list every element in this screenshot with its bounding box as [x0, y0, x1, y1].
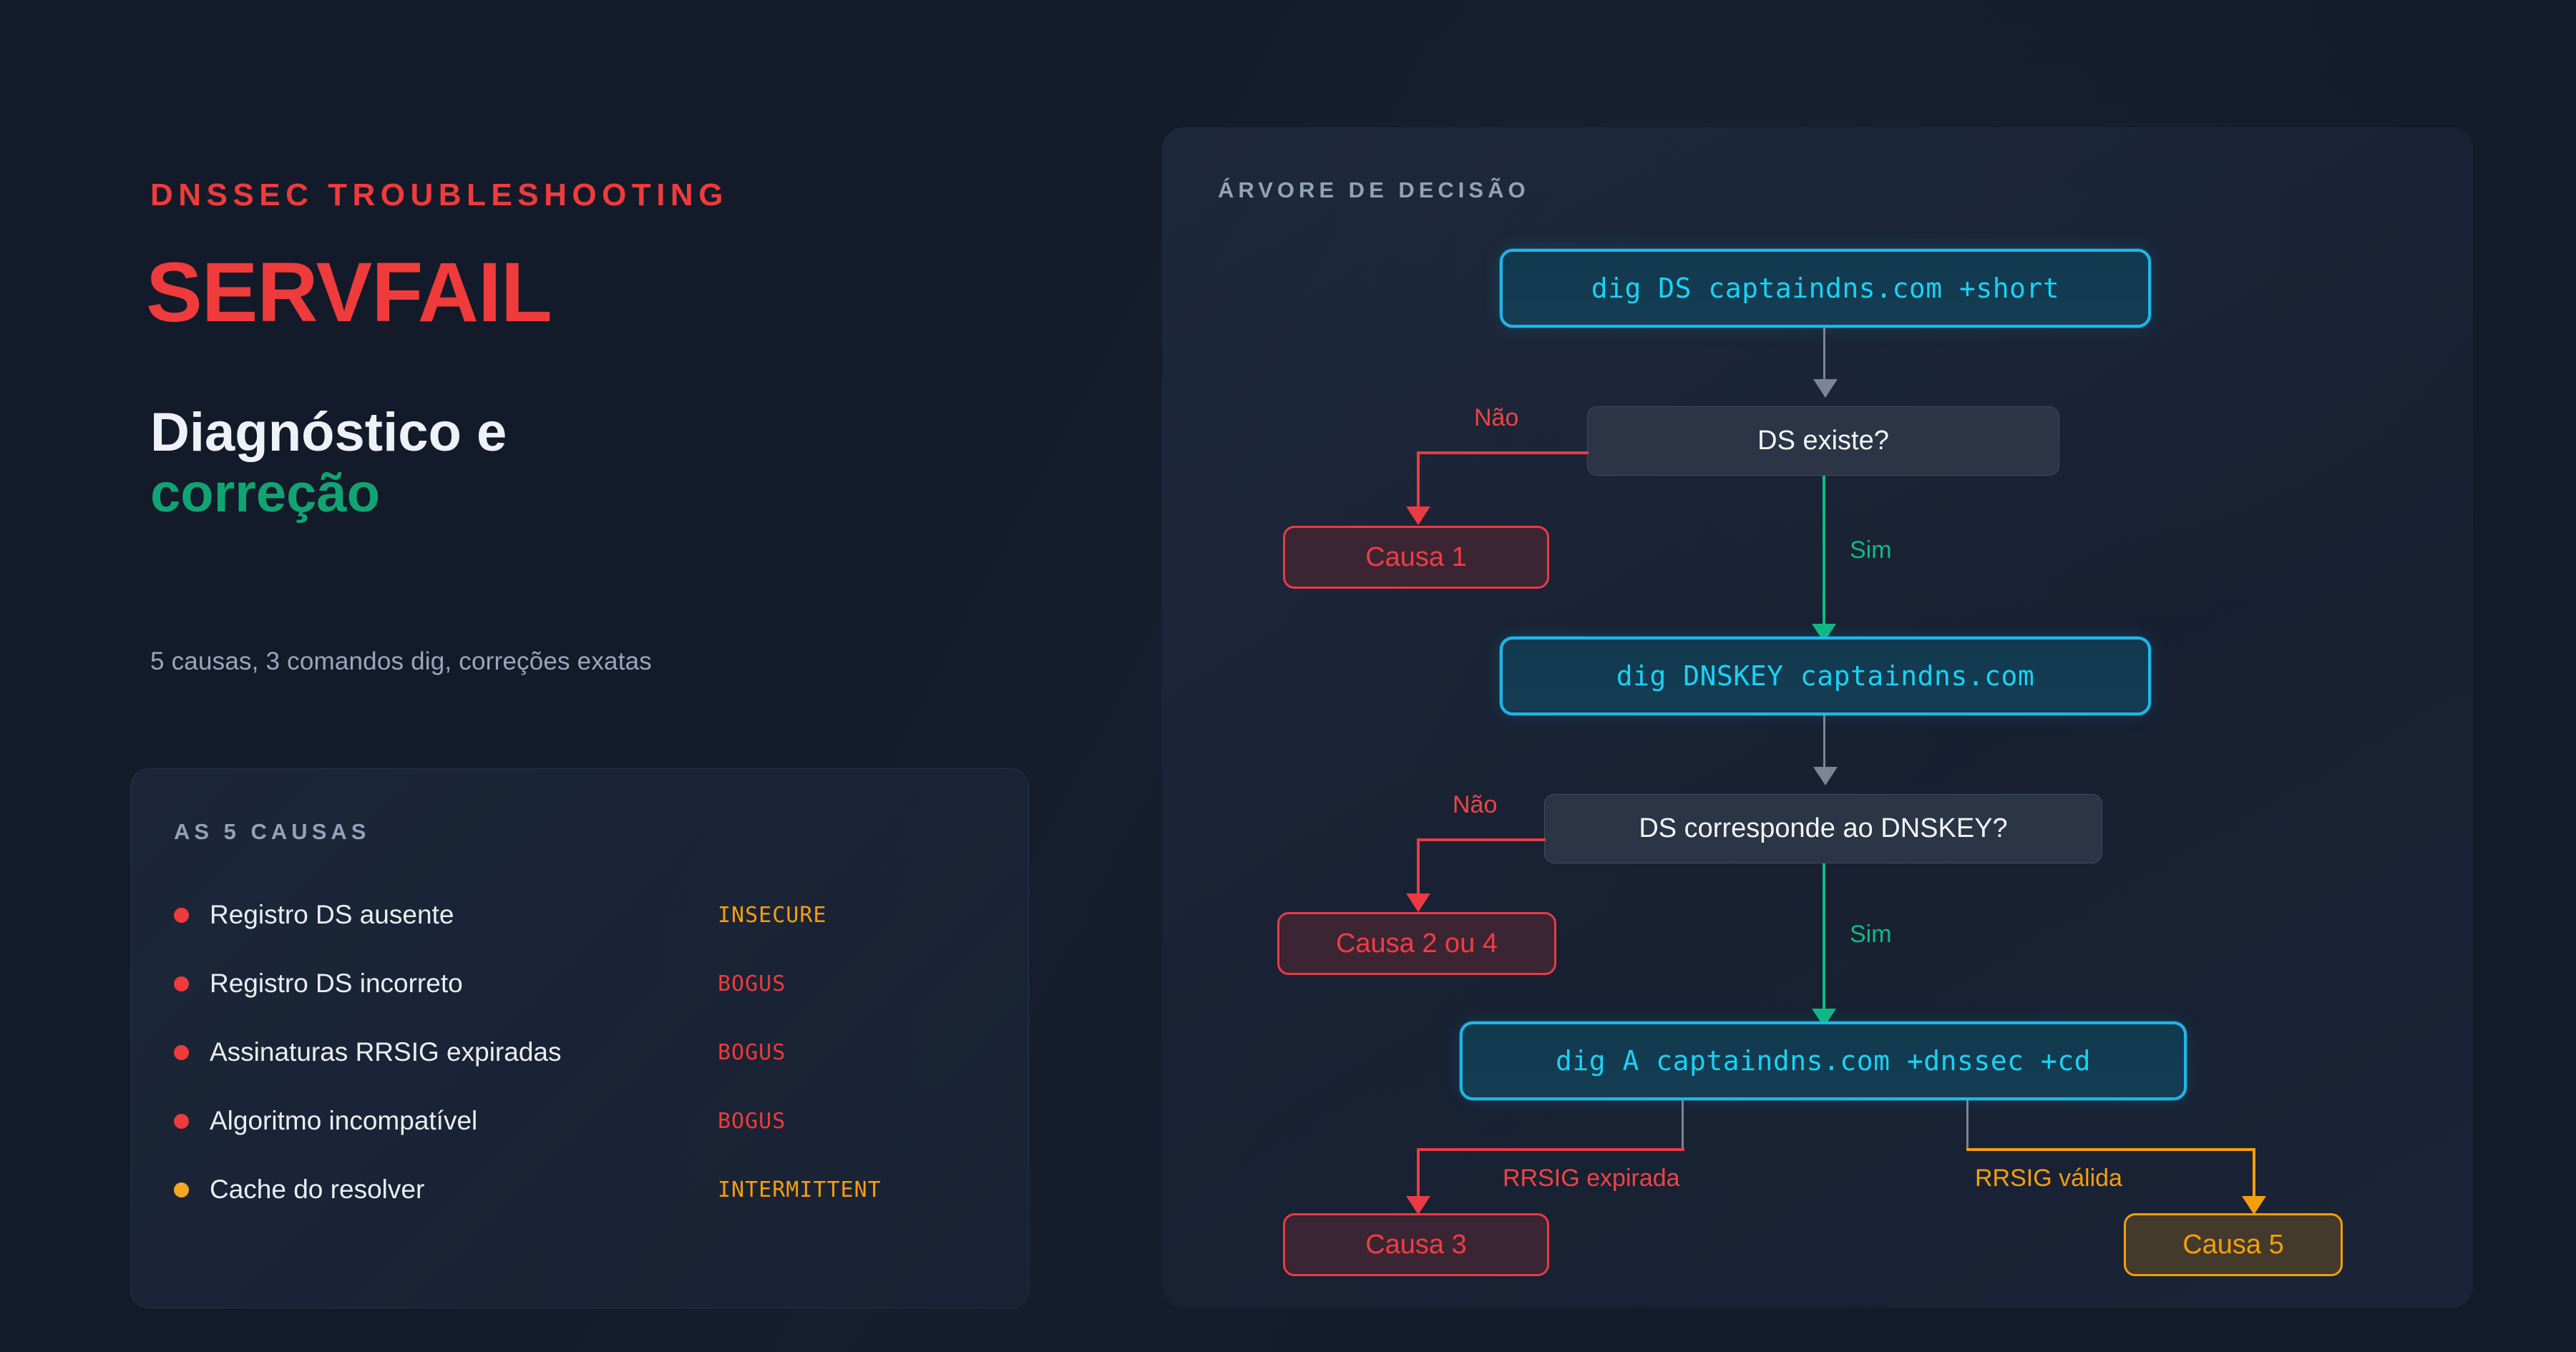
cause-status-badge: INSECURE — [718, 902, 827, 928]
cause-status-badge: BOGUS — [718, 971, 786, 996]
cause-status-badge: BOGUS — [718, 1108, 786, 1134]
list-item: Registro DS ausente INSECURE — [174, 900, 961, 929]
outcome-box-causa-2-ou-4[interactable]: Causa 2 ou 4 — [1277, 912, 1556, 975]
left-column: DNSSEC TROUBLESHOOTING SERVFAIL Diagnóst… — [130, 0, 1038, 1352]
arrow-down-icon — [1406, 506, 1430, 525]
connector-rrsig-expirada-drop — [1682, 1100, 1684, 1150]
decision-box-ds-matches-dnskey[interactable]: DS corresponde ao DNSKEY? — [1544, 794, 2102, 863]
edge-label-nao-2: Não — [1453, 791, 1498, 818]
list-item: Registro DS incorreto BOGUS — [174, 969, 961, 998]
connector-sim-1 — [1823, 476, 1825, 642]
bullet-dot-icon — [174, 1113, 189, 1129]
outcome-box-causa-5[interactable]: Causa 5 — [2124, 1213, 2343, 1276]
arrow-down-icon — [2242, 1196, 2266, 1215]
command-box-dig-ds[interactable]: dig DS captaindns.com +short — [1500, 249, 2151, 328]
list-item: Algoritmo incompatível BOGUS — [174, 1106, 961, 1135]
list-item: Assinaturas RRSIG expiradas BOGUS — [174, 1037, 961, 1067]
connector-nao-1-vertical — [1417, 451, 1420, 512]
connector-nao-2-vertical — [1417, 838, 1420, 899]
edge-label-rrsig-valida: RRSIG válida — [1975, 1165, 2122, 1192]
arrow-down-icon — [1406, 1196, 1430, 1215]
connector-nao-1-horizontal — [1417, 451, 1589, 454]
connector-cmd1-decision1 — [1823, 328, 1825, 383]
decision-tree-title: ÁRVORE DE DECISÃO — [1218, 177, 1530, 202]
causes-card: AS 5 CAUSAS Registro DS ausente INSECURE… — [130, 768, 1029, 1308]
edge-label-sim-2: Sim — [1850, 921, 1892, 948]
causes-card-title: AS 5 CAUSAS — [174, 819, 371, 844]
bullet-dot-icon — [174, 976, 189, 991]
arrow-down-icon — [1406, 893, 1430, 912]
cause-status-badge: INTERMITTENT — [718, 1177, 882, 1202]
decision-box-ds-exists[interactable]: DS existe? — [1587, 406, 2059, 476]
bullet-dot-icon — [174, 1044, 189, 1060]
arrow-down-icon — [1813, 379, 1838, 398]
subtitle-line-1: Diagnóstico e — [150, 402, 507, 463]
edge-label-sim-1: Sim — [1850, 537, 1892, 564]
tagline: 5 causas, 3 comandos dig, correções exat… — [150, 647, 652, 675]
connector-rrsig-valida-drop — [1966, 1100, 1968, 1150]
connector-rrsig-expirada-vertical — [1417, 1148, 1420, 1202]
outcome-box-causa-1[interactable]: Causa 1 — [1283, 526, 1549, 589]
cause-label: Registro DS incorreto — [210, 969, 463, 998]
edge-label-rrsig-expirada: RRSIG expirada — [1503, 1165, 1680, 1192]
subtitle-line-2: correção — [150, 463, 381, 524]
subtitle: Diagnóstico e correção — [150, 402, 507, 524]
cause-label: Registro DS ausente — [210, 900, 454, 929]
bullet-dot-icon — [174, 1182, 189, 1197]
cause-status-badge: BOGUS — [718, 1039, 786, 1065]
connector-rrsig-valida-horizontal — [1966, 1148, 2255, 1151]
connector-nao-2-horizontal — [1417, 838, 1546, 841]
cause-label: Cache do resolver — [210, 1175, 425, 1204]
command-box-dig-a-dnssec[interactable]: dig A captaindns.com +dnssec +cd — [1460, 1022, 2187, 1100]
arrow-down-icon — [1813, 767, 1838, 785]
list-item: Cache do resolver INTERMITTENT — [174, 1175, 961, 1204]
edge-label-nao-1: Não — [1474, 404, 1519, 431]
cause-label: Algoritmo incompatível — [210, 1106, 478, 1135]
outcome-box-causa-3[interactable]: Causa 3 — [1283, 1213, 1549, 1276]
eyebrow-label: DNSSEC TROUBLESHOOTING — [150, 177, 728, 212]
connector-cmd2-decision2 — [1823, 715, 1825, 771]
connector-sim-2 — [1823, 863, 1825, 1027]
bullet-dot-icon — [174, 907, 189, 923]
page-title: SERVFAIL — [146, 245, 552, 340]
cause-label: Assinaturas RRSIG expiradas — [210, 1037, 562, 1067]
command-box-dig-dnskey[interactable]: dig DNSKEY captaindns.com — [1500, 637, 2151, 715]
connector-rrsig-valida-vertical — [2253, 1148, 2255, 1202]
connector-rrsig-expirada-horizontal — [1417, 1148, 1684, 1151]
